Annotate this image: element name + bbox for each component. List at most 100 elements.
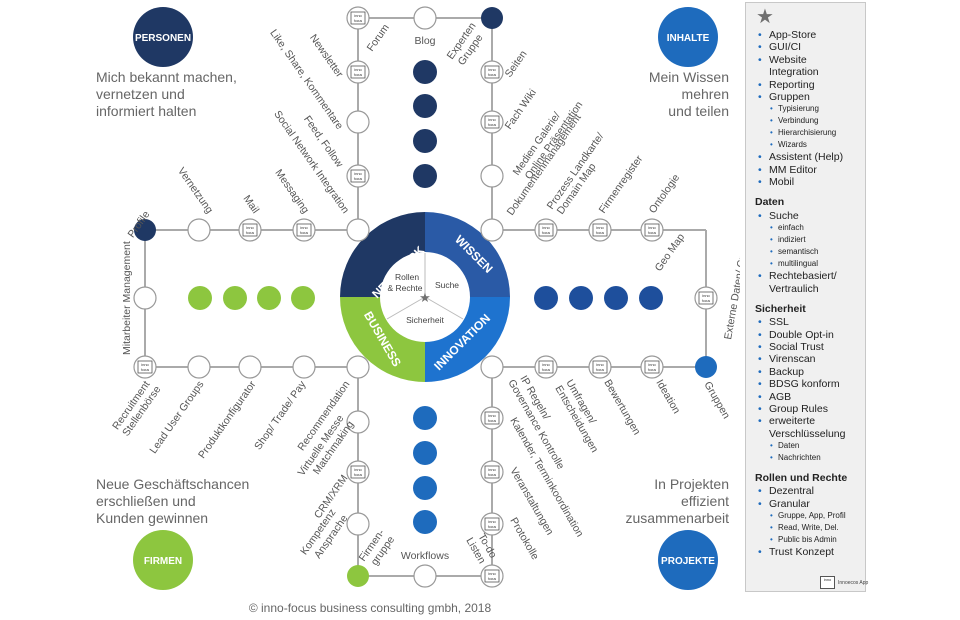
dots-green: [188, 286, 315, 310]
svg-text:inno: inno: [141, 362, 149, 367]
svg-text:inno: inno: [542, 362, 550, 367]
app-icon-nodes: innofocusinnofocusinnofocusinnofocusinno…: [133, 6, 718, 588]
firmen-desc-line: Neue Geschäftschancen: [96, 476, 249, 492]
svg-text:inno: inno: [488, 67, 496, 72]
svg-text:focus: focus: [648, 368, 657, 372]
label-fach-wiki: Fach Wiki: [503, 87, 539, 132]
panel-item: SSL: [752, 316, 859, 329]
label-protokolle: Protokolle: [507, 516, 541, 563]
svg-text:focus: focus: [488, 73, 497, 77]
dots-blue-bottom: [413, 406, 437, 534]
copyright-footer: © inno-focus business consulting gmbh, 2…: [248, 601, 492, 615]
panel-subitem: multilingual: [752, 258, 859, 270]
panel-item: erweiterte Verschlüsselung: [752, 415, 859, 440]
svg-text:inno: inno: [300, 225, 308, 230]
label-ontologie: Ontologie: [647, 172, 683, 216]
quadrant-inhalte-label: INHALTE: [667, 33, 710, 44]
label-newsletter: Newsletter: [307, 32, 346, 80]
panel-subitem: Public bis Admin: [752, 534, 859, 546]
node-firmengruppe: [347, 565, 369, 587]
panel-item: Reporting: [752, 79, 859, 92]
label-gruppen: Gruppen: [701, 380, 732, 422]
panel-item: Rechtebasiert/ Vertraulich: [752, 270, 859, 295]
personen-desc-line: informiert halten: [96, 103, 196, 119]
inhalte-desc-line: mehren: [682, 86, 729, 102]
inner-suche: Suche: [435, 280, 459, 290]
panel-item: GUI/CI: [752, 41, 859, 54]
panel-subitem: Typisierung: [752, 103, 859, 115]
panel-item: Website Integration: [752, 54, 859, 79]
panel-item: App-Store: [752, 29, 859, 42]
svg-text:focus: focus: [596, 368, 605, 372]
svg-text:focus: focus: [354, 73, 363, 77]
panel-item: Assistent (Help): [752, 151, 859, 164]
panel-item: Backup: [752, 366, 859, 379]
label-seiten: Seiten: [503, 48, 530, 79]
panel-list-daten: Suche einfach indiziert semantisch multi…: [752, 210, 859, 295]
label-blog: Blog: [414, 35, 435, 47]
panel-subitem: indiziert: [752, 234, 859, 246]
star-icon: ★: [419, 290, 431, 305]
dots-blue-right: [534, 286, 663, 310]
panel-item: Granular: [752, 498, 859, 511]
svg-text:focus: focus: [141, 368, 150, 372]
svg-text:inno: inno: [354, 467, 362, 472]
panel-item: Dezentral: [752, 485, 859, 498]
label-vernetzung: Vernetzung: [175, 165, 215, 216]
svg-text:inno: inno: [246, 225, 254, 230]
panel-subitem: Nachrichten: [752, 452, 859, 464]
svg-text:focus: focus: [702, 299, 711, 303]
panel-subitem: Verbindung: [752, 115, 859, 127]
quadrant-projekte-label: PROJEKTE: [661, 556, 715, 567]
quadrant-personen-circle: [133, 7, 193, 67]
panel-heading-sicherheit: Sicherheit: [755, 302, 806, 315]
svg-text:focus: focus: [542, 231, 551, 235]
label-mitarbeiter: Mitarbeiter Management: [121, 241, 133, 355]
panel-subitem: Daten: [752, 440, 859, 452]
svg-text:focus: focus: [300, 231, 309, 235]
panel-list-sicherheit: SSL Double Opt-in Social Trust Virenscan…: [752, 316, 859, 464]
quadrant-descriptions: Mich bekannt machen, vernetzen und infor…: [96, 69, 729, 526]
svg-text:focus: focus: [488, 525, 497, 529]
label-workflows: Workflows: [401, 550, 449, 562]
quadrant-firmen-circle: [133, 530, 193, 590]
svg-text:focus: focus: [488, 577, 497, 581]
inner-rechte: & Rechte: [388, 283, 423, 293]
svg-text:inno: inno: [354, 171, 362, 176]
panel-subitem: Read, Write, Del.: [752, 522, 859, 534]
label-messaging: Messaging: [272, 167, 311, 216]
panel-item: Double Opt-in: [752, 329, 859, 342]
node-gruppen: [695, 356, 717, 378]
star-icon: ★: [756, 6, 774, 28]
label-firmenregister: Firmenregister: [597, 153, 646, 216]
inhalte-desc-line: und teilen: [668, 103, 729, 119]
quadrant-firmen-label: FIRMEN: [144, 556, 182, 567]
svg-text:focus: focus: [354, 19, 363, 23]
projekte-desc-line: effizient: [681, 493, 729, 509]
inner-sicherheit: Sicherheit: [406, 315, 444, 325]
panel-subitem: einfach: [752, 222, 859, 234]
panel-item: AGB: [752, 391, 859, 404]
panel-item: Mobil: [752, 176, 859, 189]
panel-subitem: Hierarchisierung: [752, 127, 859, 139]
label-mail: Mail: [240, 193, 261, 216]
panel-heading-daten: Daten: [755, 196, 785, 209]
svg-text:inno: inno: [648, 225, 656, 230]
label-ideation: Ideation: [653, 378, 682, 416]
panel-item: Trust Konzept: [752, 546, 859, 559]
svg-text:inno: inno: [488, 519, 496, 524]
quadrant-inhalte-circle: [658, 7, 718, 67]
